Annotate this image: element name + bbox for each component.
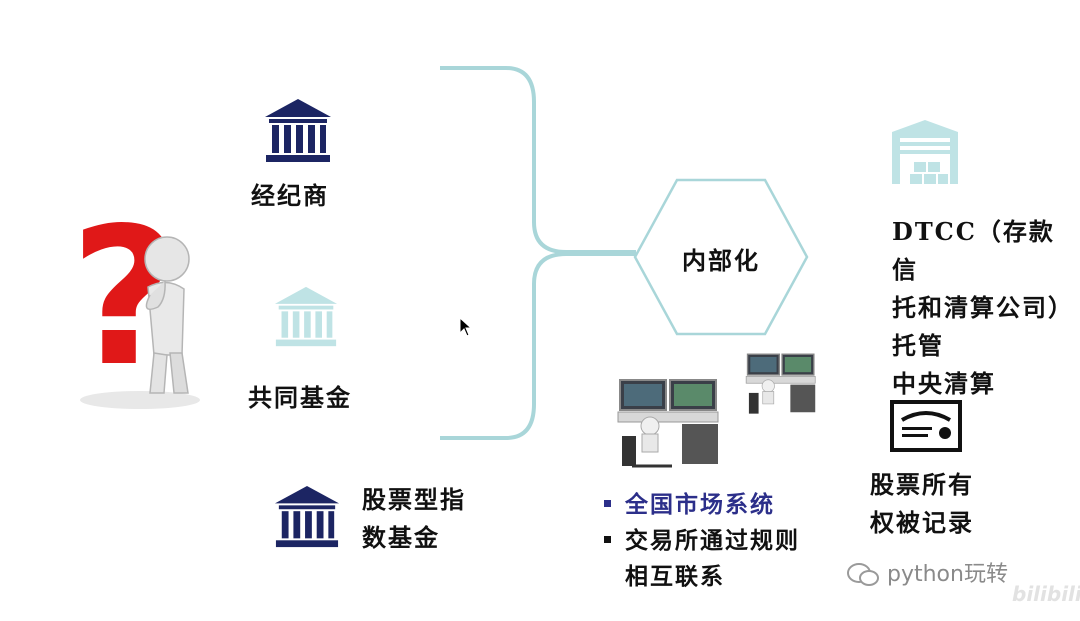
ownership-line: 股票所有 [870, 470, 974, 499]
bullet-square-icon [604, 499, 611, 507]
wechat-icon [846, 562, 880, 588]
bullet-item-exchange-rules: 交易所通过规则 [604, 523, 800, 559]
bullet-text: 交易所通过规则 [625, 527, 800, 554]
bullet-item-interconnect: 相互联系 [604, 559, 800, 595]
bullet-text: 全国市场系统 [625, 491, 775, 518]
hexagon-label: 内部化 [682, 246, 760, 275]
broker-bank-icon [263, 97, 333, 169]
broker-label: 经纪商 [251, 181, 329, 210]
dtcc-line: DTCC（存款信 [892, 217, 1055, 284]
mutual-fund-bank-icon [273, 285, 339, 353]
dtcc-line: 中央清算 [892, 369, 996, 398]
watermark-text: python玩转 [887, 562, 1008, 587]
bilibili-watermark: bilibili [1012, 582, 1080, 606]
trader-desk-icon-right [742, 348, 818, 428]
hexagon: 内部化 [633, 178, 809, 336]
index-fund-label-line2: 数基金 [362, 523, 440, 552]
ownership-line: 权被记录 [870, 508, 974, 537]
index-fund-label-line1: 股票型指 [362, 485, 466, 514]
ownership-record: 股票所有 权被记录 [870, 466, 974, 542]
dtcc-line: 托和清算公司） [892, 293, 1074, 322]
certificate-icon [890, 400, 962, 456]
market-bullet-list: 全国市场系统 交易所通过规则 相互联系 [604, 487, 800, 595]
curly-bracket [436, 62, 646, 451]
bullet-item-national-market: 全国市场系统 [604, 487, 800, 523]
watermark: python玩转 [846, 556, 1008, 588]
bullet-text: 相互联系 [625, 563, 725, 590]
index-fund-bank-icon [272, 484, 342, 554]
bullet-square-icon [604, 535, 611, 543]
index-fund-label: 股票型指 数基金 [362, 481, 466, 557]
mutual-fund-label: 共同基金 [248, 383, 352, 412]
dtcc-description: DTCC（存款信 托和清算公司） 托管 中央清算 [892, 213, 1080, 403]
trader-desk-icon-left [612, 376, 722, 480]
warehouse-icon [890, 118, 960, 190]
dtcc-line: 托管 [892, 331, 944, 360]
mouse-cursor-icon [459, 316, 473, 341]
question-figure: ? [70, 187, 220, 415]
